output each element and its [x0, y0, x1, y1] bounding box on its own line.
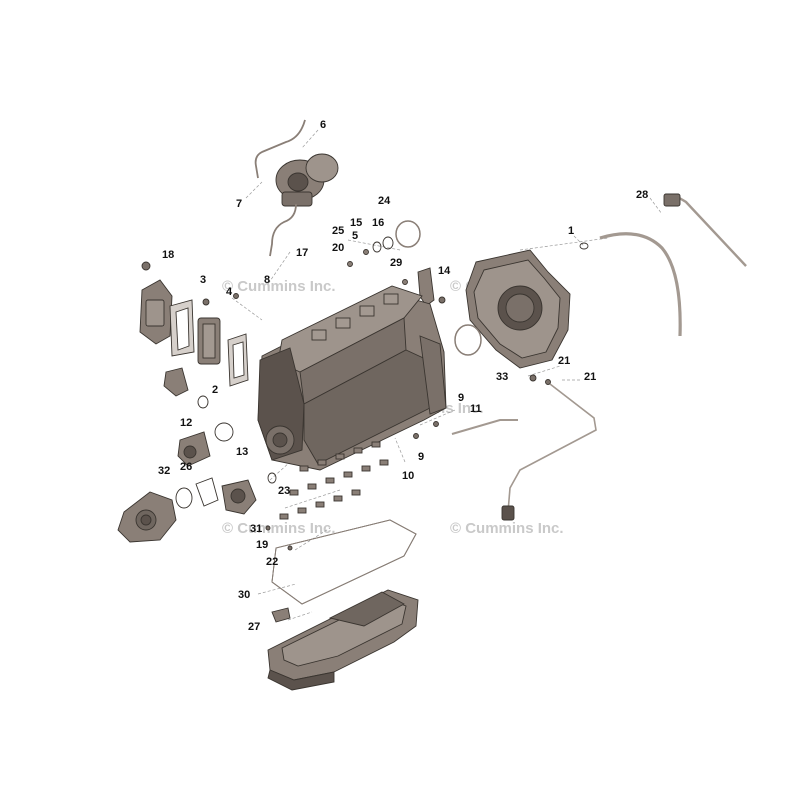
breather-tube[interactable] [579, 232, 682, 337]
callout-11[interactable]: 11 [470, 403, 482, 415]
sensor-tube-21[interactable] [501, 374, 597, 521]
callout-13[interactable]: 13 [236, 446, 248, 458]
front-seal-group[interactable] [347, 220, 421, 285]
callout-24[interactable]: 24 [378, 195, 391, 207]
callout-27[interactable]: 27 [248, 621, 260, 633]
callout-8[interactable]: 8 [264, 274, 270, 286]
callout-33[interactable]: 33 [496, 371, 508, 383]
callout-22[interactable]: 22 [266, 556, 278, 568]
drain-plug-27[interactable] [271, 607, 291, 623]
watermark-4: © Cummins Inc. [222, 520, 336, 537]
callout-6[interactable]: 6 [320, 119, 326, 131]
callout-12[interactable]: 12 [180, 417, 192, 429]
callout-20[interactable]: 20 [332, 242, 344, 254]
callout-21-left[interactable]: 21 [558, 355, 570, 367]
callout-32[interactable]: 32 [158, 465, 170, 477]
flywheel-housing[interactable] [454, 249, 571, 369]
callout-21-right[interactable]: 21 [584, 371, 596, 383]
callout-28[interactable]: 28 [636, 189, 648, 201]
callout-10[interactable]: 10 [402, 470, 414, 482]
dipstick-tube[interactable] [663, 193, 747, 267]
callout-31[interactable]: 31 [250, 523, 262, 535]
callout-17[interactable]: 17 [296, 247, 308, 259]
callout-14[interactable]: 14 [438, 265, 451, 277]
watermark-5: © Cummins Inc. [450, 520, 564, 537]
oil-cooler-assembly[interactable] [139, 261, 249, 387]
callout-1[interactable]: 1 [568, 225, 574, 237]
front-pump-assembly[interactable] [117, 477, 257, 543]
callout-3[interactable]: 3 [200, 274, 206, 286]
callout-30[interactable]: 30 [238, 589, 250, 601]
callout-15[interactable]: 15 [350, 217, 362, 229]
leader-lines [231, 129, 663, 621]
engine-block[interactable] [257, 285, 447, 471]
oil-pan[interactable] [267, 589, 419, 691]
callout-29[interactable]: 29 [390, 257, 402, 269]
callout-7[interactable]: 7 [236, 198, 242, 210]
oil-line-11[interactable] [413, 419, 519, 439]
callout-4[interactable]: 4 [226, 286, 233, 298]
callout-25[interactable]: 25 [332, 225, 344, 237]
callout-9-upper[interactable]: 9 [458, 392, 464, 404]
callout-labels: 6 7 24 15 16 25 5 20 17 8 29 14 1 28 18 … [158, 119, 648, 633]
callout-19[interactable]: 19 [256, 539, 268, 551]
callout-18[interactable]: 18 [162, 249, 174, 261]
left-front-components[interactable] [163, 367, 277, 484]
main-bearing-bolts[interactable] [265, 441, 389, 551]
callout-23[interactable]: 23 [278, 485, 290, 497]
callout-26[interactable]: 26 [180, 461, 192, 473]
watermark-1: © Cummins Inc. [222, 278, 336, 295]
callout-5[interactable]: 5 [352, 230, 358, 242]
callout-16[interactable]: 16 [372, 217, 384, 229]
callout-9-lower[interactable]: 9 [418, 451, 424, 463]
valve-cover-bosses [311, 293, 399, 341]
callout-2[interactable]: 2 [212, 384, 218, 396]
turbocharger[interactable] [254, 119, 339, 257]
oil-pan-gasket[interactable] [271, 519, 417, 605]
